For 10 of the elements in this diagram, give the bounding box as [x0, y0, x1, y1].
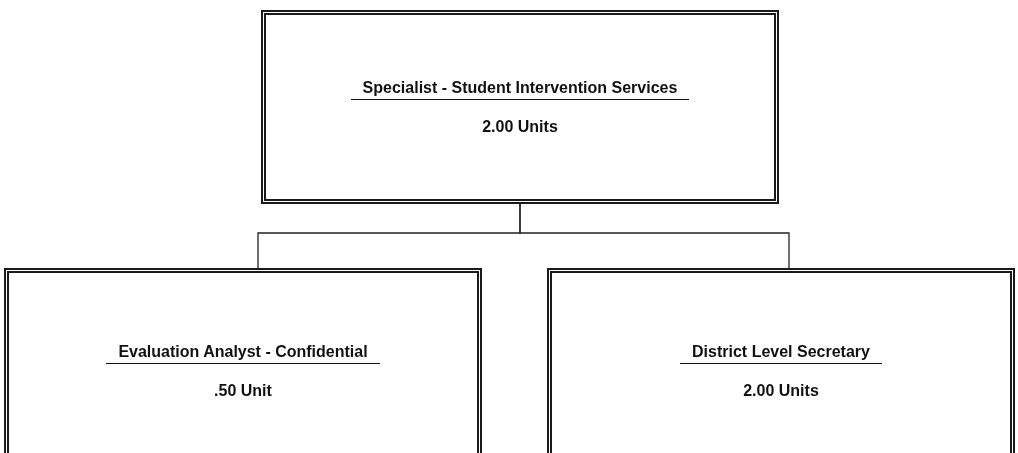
- position-box: [261, 10, 779, 204]
- position-box: [547, 268, 1015, 453]
- connector-line: [519, 203, 790, 269]
- position-title: Evaluation Analyst - Confidential: [106, 343, 380, 364]
- position-box: [4, 268, 482, 453]
- unit-count: .50 Unit: [214, 382, 272, 400]
- unit-count: 2.00 Units: [743, 382, 819, 400]
- unit-count: 2.00 Units: [482, 117, 558, 136]
- position-title: District Level Secretary: [680, 343, 882, 364]
- position-title: Specialist - Student Intervention Services: [350, 78, 690, 100]
